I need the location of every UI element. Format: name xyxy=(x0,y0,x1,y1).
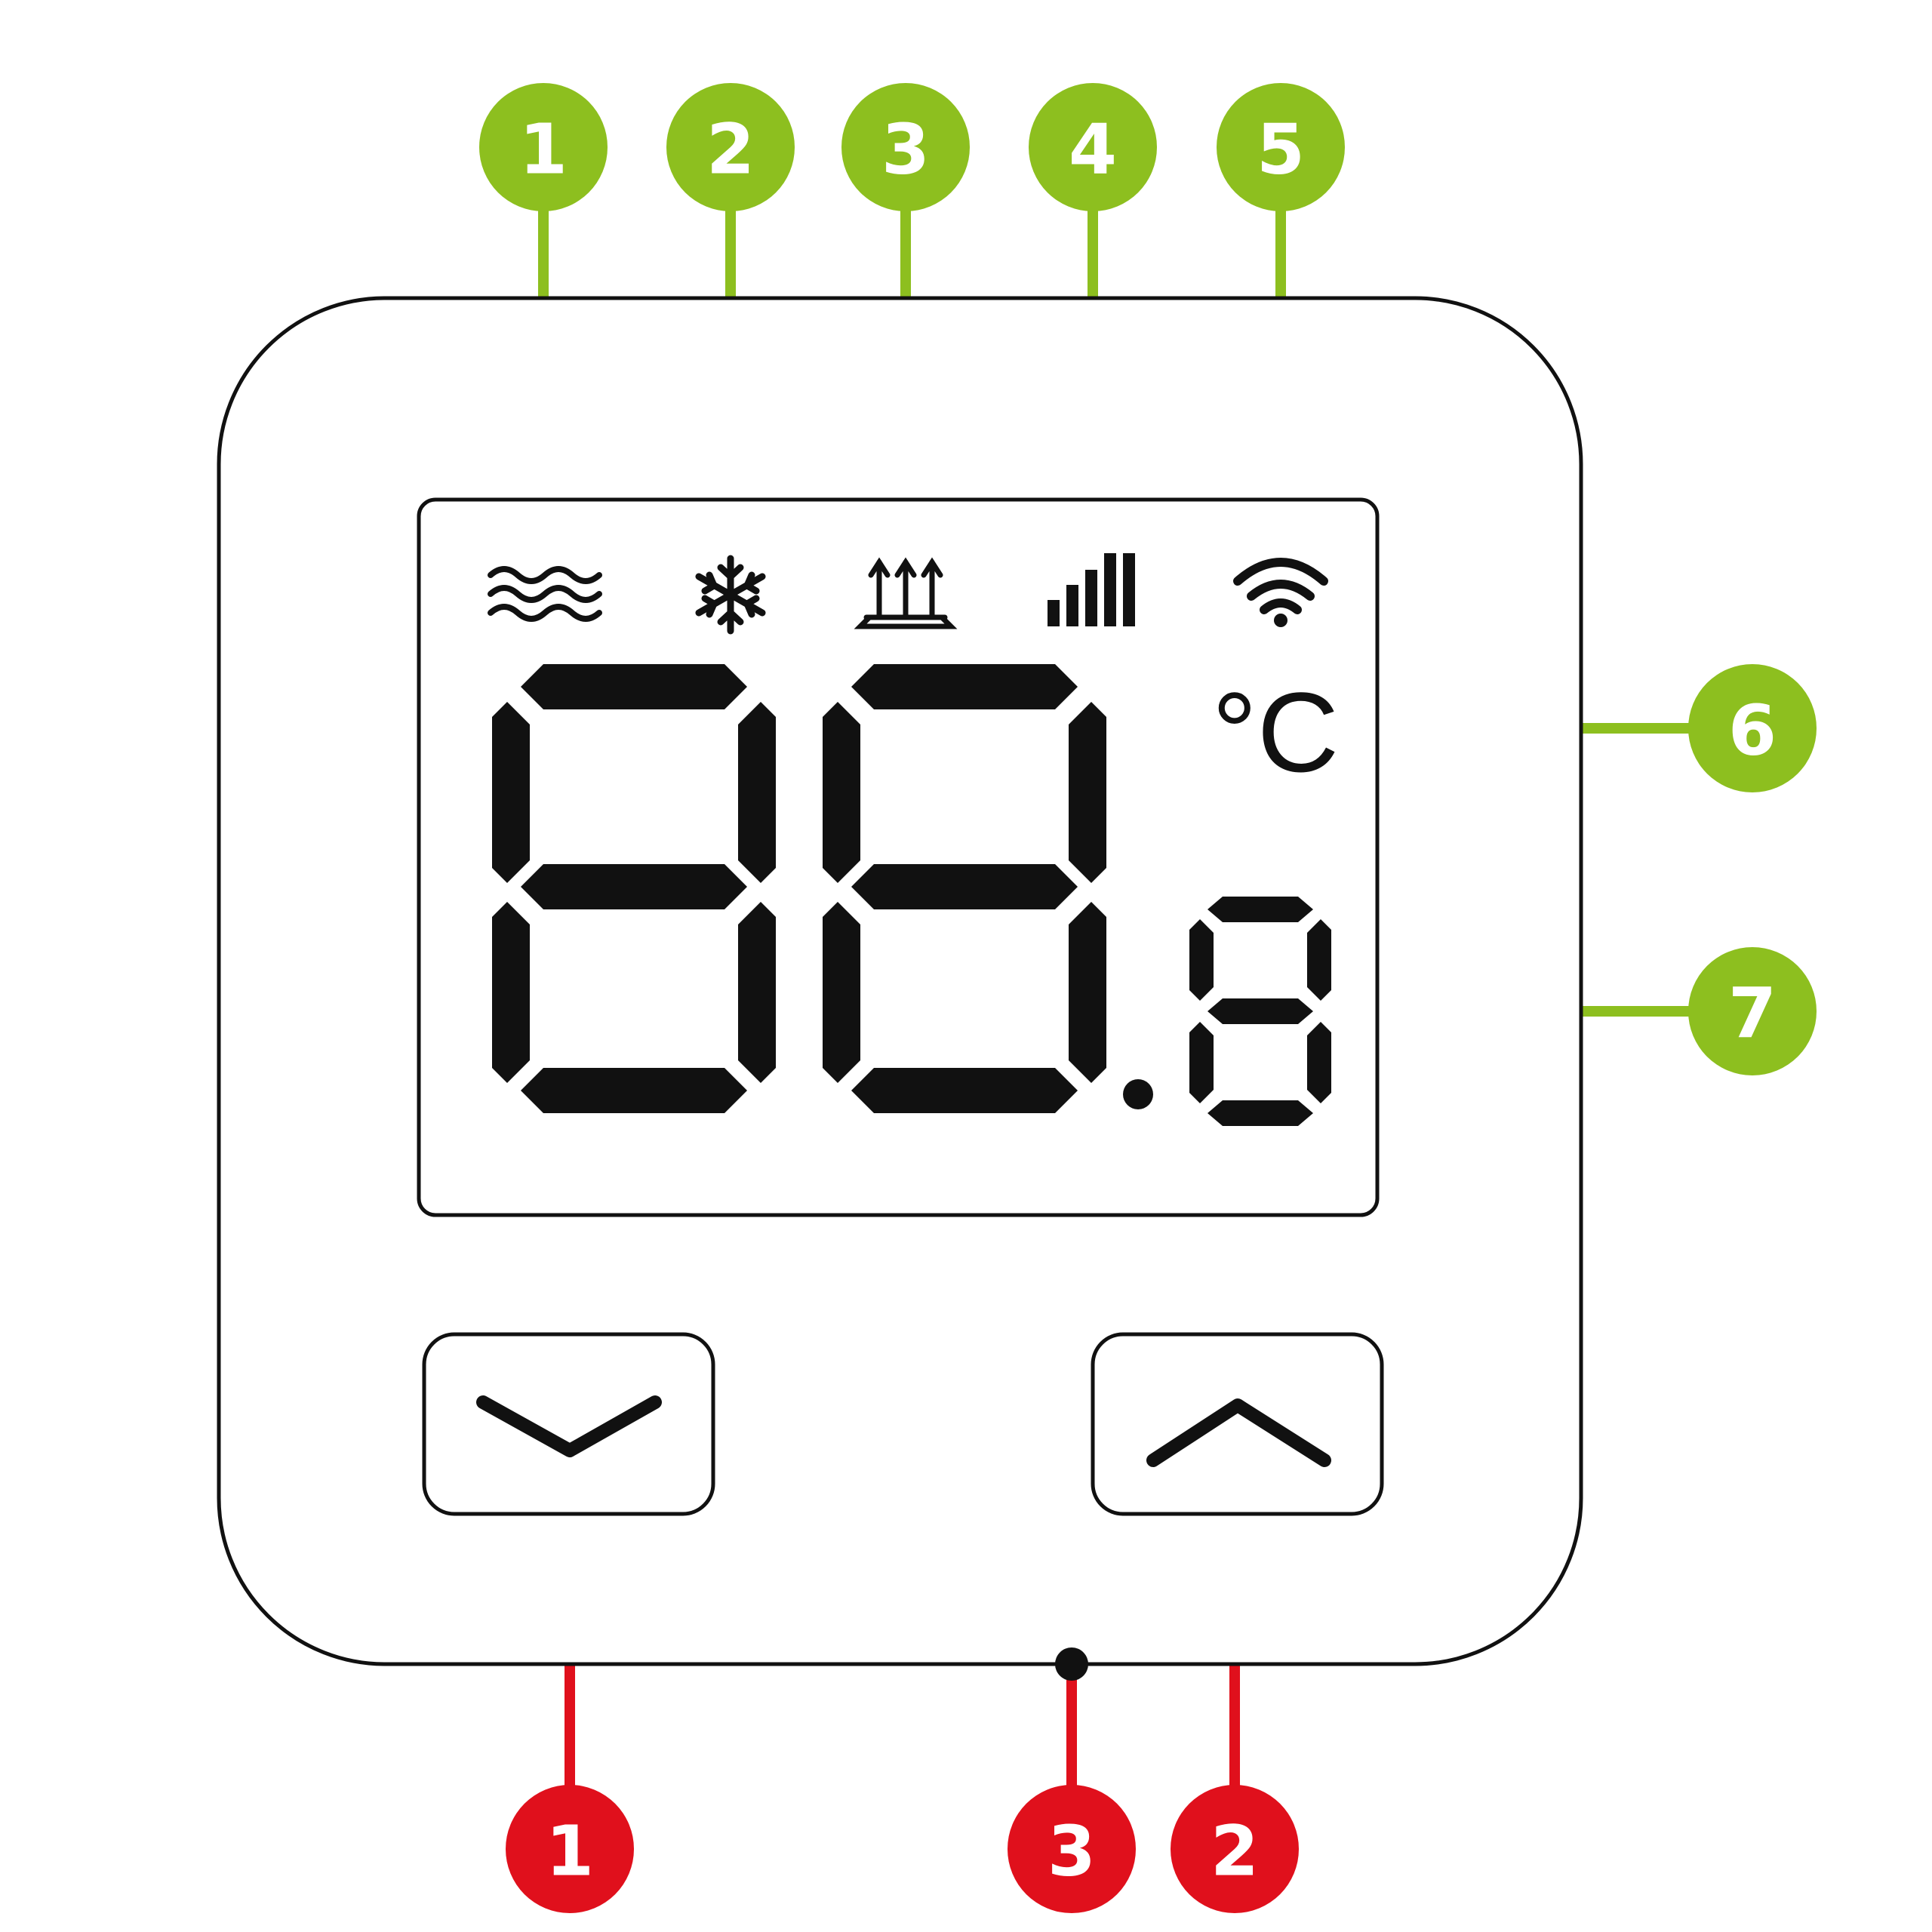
callout-button-1: 1 xyxy=(506,1785,634,1913)
svg-text:1: 1 xyxy=(546,1811,594,1892)
svg-text:3: 3 xyxy=(1048,1811,1096,1892)
seven-segment-digit-2 xyxy=(823,664,1106,1113)
callout-indicator-5: 5 xyxy=(1217,83,1345,211)
down-button[interactable] xyxy=(422,1332,715,1516)
chevron-up-icon xyxy=(1146,1398,1331,1467)
callout-indicator-4: 4 xyxy=(1029,83,1157,211)
signal-bars-icon xyxy=(1048,553,1135,626)
svg-text:2: 2 xyxy=(706,109,755,190)
seven-segment-decimal-digit xyxy=(1189,897,1331,1126)
svg-text:5: 5 xyxy=(1257,109,1305,190)
chevron-down-icon xyxy=(476,1395,662,1457)
svg-text:2: 2 xyxy=(1211,1811,1259,1892)
seven-segment-digit-1 xyxy=(492,664,776,1113)
callout-decimal-7: 7 xyxy=(1688,947,1817,1075)
callout-indicator-1: 1 xyxy=(479,83,608,211)
snowflake-icon xyxy=(695,555,766,635)
radiator-heat-icon xyxy=(854,557,958,629)
svg-text:6: 6 xyxy=(1728,691,1777,771)
callout-reset-3: 3 xyxy=(1008,1785,1136,1913)
svg-text:3: 3 xyxy=(881,109,930,190)
temperature-unit: °C xyxy=(1212,669,1339,795)
wifi-icon xyxy=(1233,558,1328,627)
svg-text:7: 7 xyxy=(1728,974,1777,1054)
callout-button-2: 2 xyxy=(1171,1785,1299,1913)
svg-text:4: 4 xyxy=(1069,109,1117,190)
svg-text:1: 1 xyxy=(519,109,568,190)
floor-heating-waves-icon xyxy=(488,566,602,622)
reset-hole[interactable] xyxy=(1055,1647,1088,1681)
callout-indicator-3: 3 xyxy=(841,83,970,211)
up-button[interactable] xyxy=(1091,1332,1384,1516)
callout-unit-6: 6 xyxy=(1688,664,1817,792)
decimal-point xyxy=(1123,1079,1153,1109)
callout-indicator-2: 2 xyxy=(666,83,795,211)
